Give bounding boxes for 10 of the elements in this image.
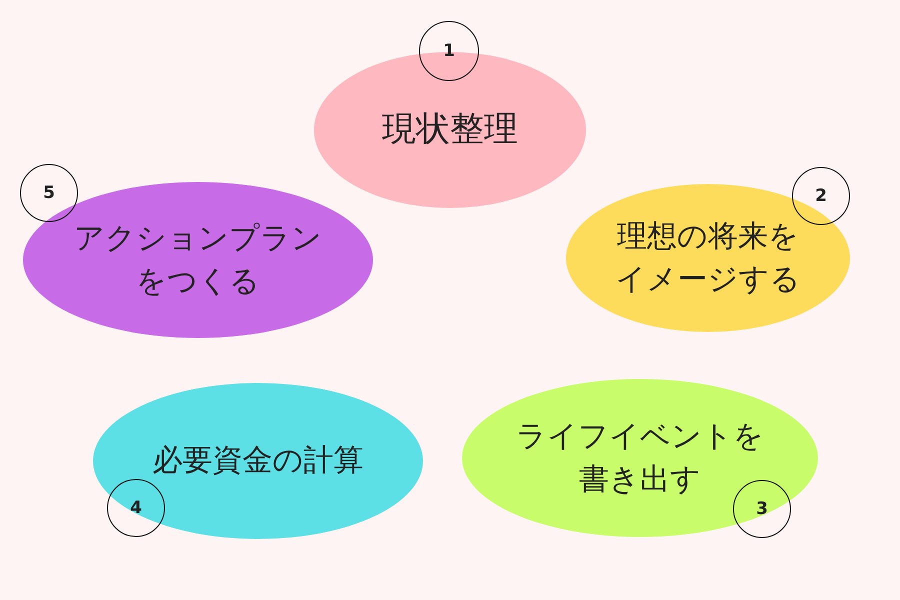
step-number: 2 bbox=[815, 186, 827, 206]
step-label: ライフイベントを書き出す bbox=[515, 418, 765, 499]
step-number: 4 bbox=[130, 498, 142, 518]
step-label: 必要資金の計算 bbox=[152, 442, 364, 480]
step-number: 1 bbox=[443, 41, 455, 61]
step-label: 理想の将来をイメージする bbox=[615, 218, 801, 299]
step-number: 5 bbox=[43, 183, 55, 203]
step-label: 現状整理 bbox=[382, 108, 518, 152]
step-number: 3 bbox=[756, 499, 768, 519]
step-label: アクションプランをつくる bbox=[73, 220, 323, 301]
